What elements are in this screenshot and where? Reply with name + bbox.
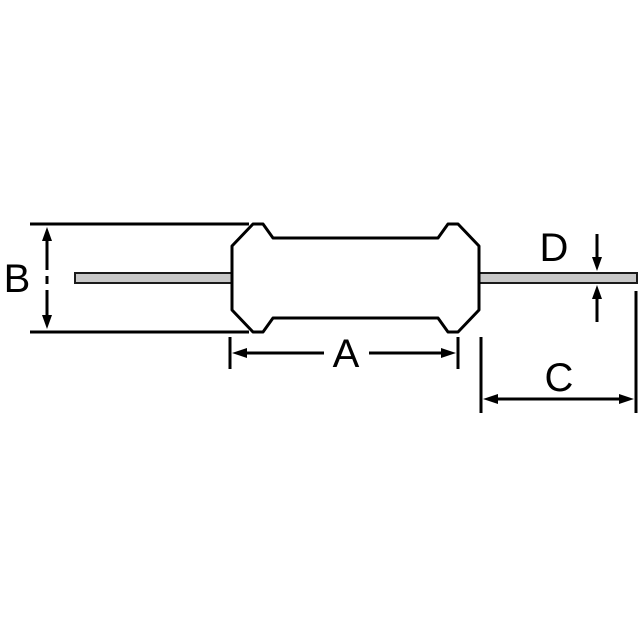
- dim-c-arrow-right: [619, 394, 634, 404]
- right-lead: [476, 272, 638, 284]
- left-lead: [74, 272, 236, 284]
- dim-b-label: B: [4, 257, 31, 301]
- dim-b-arrow-down: [42, 315, 52, 329]
- dim-a-arrow-right: [441, 348, 456, 358]
- dim-d-arrow-up: [592, 285, 602, 299]
- resistor-body: [230, 222, 481, 334]
- dim-a-arrow-left: [232, 348, 247, 358]
- dim-a-label: A: [333, 332, 360, 376]
- dim-d-arrow-down: [592, 257, 602, 271]
- dim-d-label: D: [540, 226, 569, 270]
- dim-b-arrow-up: [42, 227, 52, 241]
- dim-c-label: C: [545, 356, 574, 400]
- dim-c-arrow-left: [483, 394, 498, 404]
